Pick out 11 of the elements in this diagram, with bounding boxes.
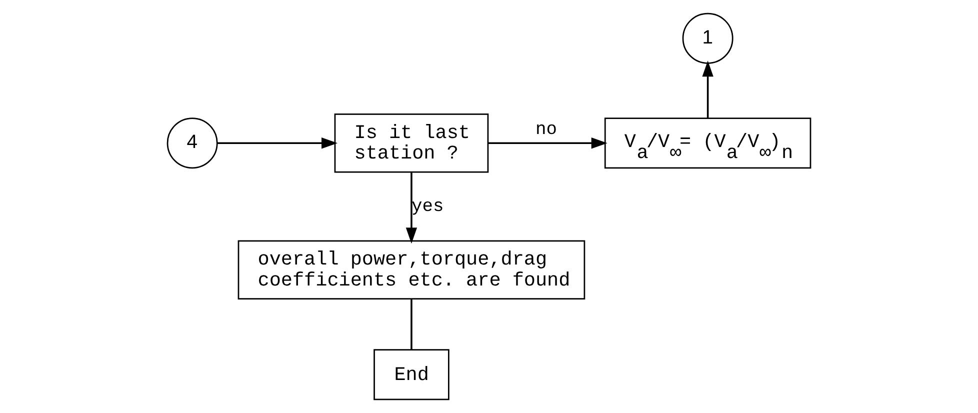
edge-label: no — [536, 120, 558, 140]
node-circle: 4 — [166, 118, 218, 169]
arrow — [702, 60, 714, 118]
arrow — [217, 138, 338, 149]
arrow — [488, 138, 608, 149]
node-circle: 1 — [682, 12, 734, 64]
node-box: overall power,torque,drag coefficients etc. are found — [238, 240, 586, 300]
node-box: Is it last station ? — [334, 113, 489, 173]
arrow — [406, 172, 418, 244]
node-box: End — [374, 349, 450, 400]
connector — [410, 299, 412, 350]
